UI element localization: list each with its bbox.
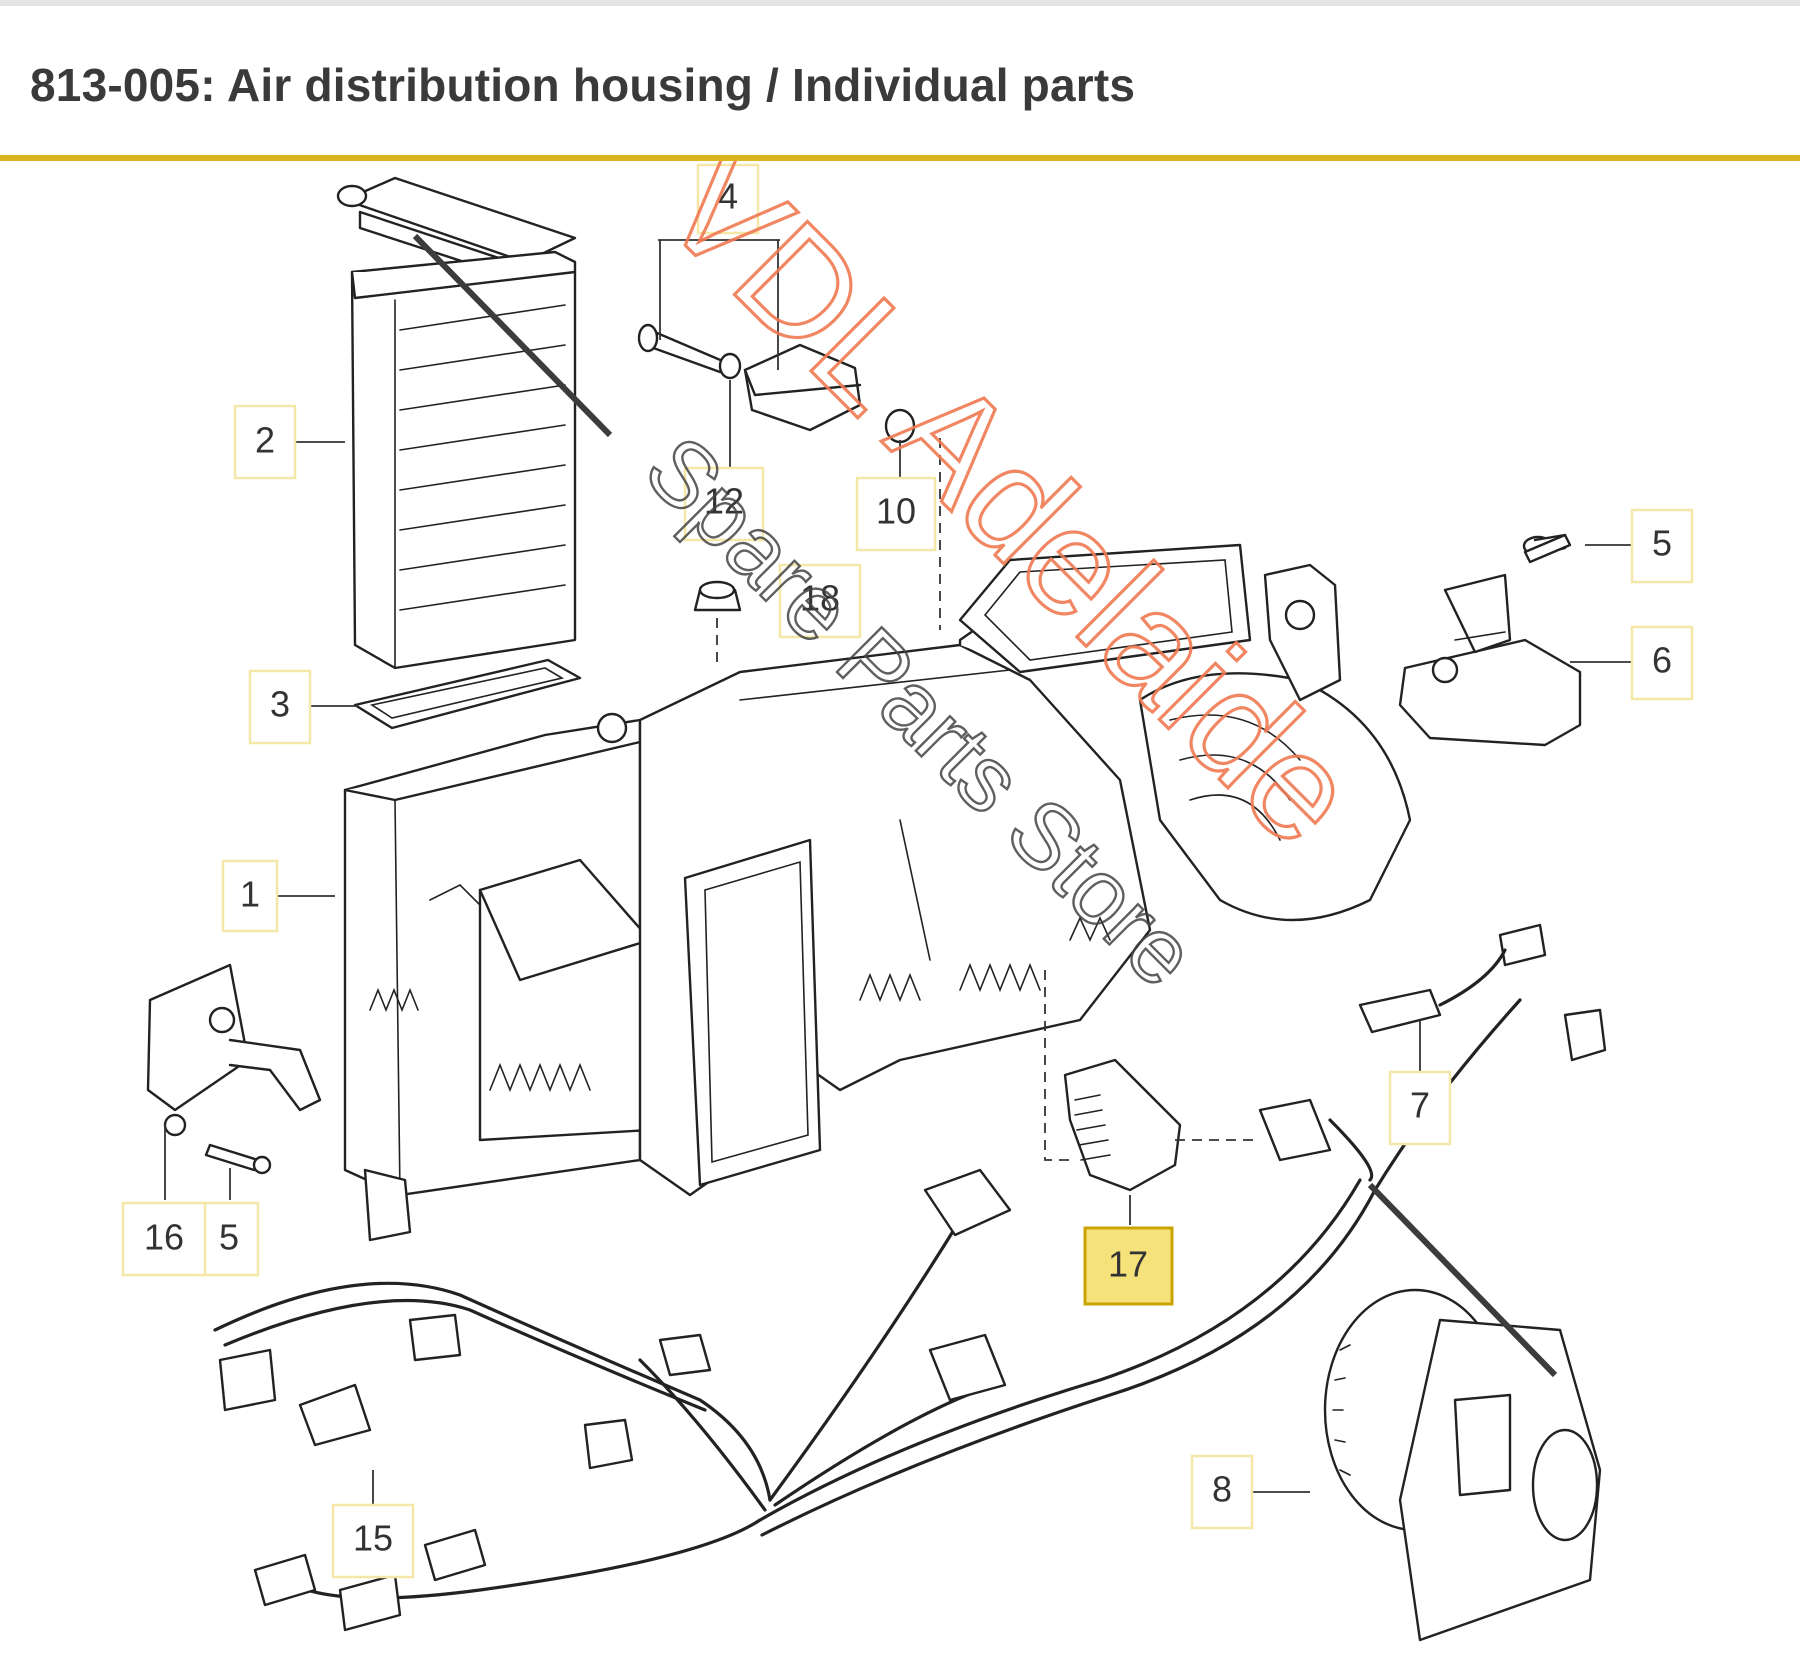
svg-text:4: 4 xyxy=(718,176,738,217)
callout-12[interactable]: 12 xyxy=(683,466,765,542)
callout-15[interactable]: 15 xyxy=(331,1503,415,1579)
callout-2[interactable]: 2 xyxy=(233,404,297,480)
top-bar xyxy=(0,0,1800,6)
svg-text:10: 10 xyxy=(876,491,916,532)
blower-resistor-part[interactable] xyxy=(1063,1058,1182,1192)
grommet-part[interactable] xyxy=(693,580,742,612)
gasket-part[interactable] xyxy=(353,658,582,730)
svg-text:2: 2 xyxy=(255,420,275,461)
svg-text:15: 15 xyxy=(353,1518,393,1559)
air-distribution-housing-part[interactable] xyxy=(343,543,1412,1242)
actuator-part-6[interactable] xyxy=(1398,533,1582,747)
screw-part-5a[interactable] xyxy=(1523,533,1572,564)
flap-actuator-part[interactable] xyxy=(743,343,862,432)
o-ring-12-part[interactable] xyxy=(718,352,742,380)
svg-text:3: 3 xyxy=(270,684,290,725)
blower-motor-part[interactable] xyxy=(1323,1288,1602,1642)
screw-part-5b[interactable] xyxy=(204,1143,272,1175)
callout-17-highlighted[interactable]: 17 xyxy=(1083,1226,1174,1306)
callout-18[interactable]: 18 xyxy=(778,563,862,639)
callout-7[interactable]: 7 xyxy=(1388,1070,1452,1146)
svg-text:17: 17 xyxy=(1108,1244,1148,1285)
page-title: 813-005: Air distribution housing / Indi… xyxy=(30,59,1136,111)
callout-5-right[interactable]: 5 xyxy=(1630,508,1694,584)
callout-4[interactable]: 4 xyxy=(696,163,760,235)
svg-text:16: 16 xyxy=(144,1217,184,1258)
leader-lines xyxy=(164,239,1640,1505)
svg-text:7: 7 xyxy=(1410,1085,1430,1126)
exploded-parts-diagram: 1 2 3 4 5 5 6 7 8 10 12 15 xyxy=(121,161,1694,1642)
heater-core-part[interactable] xyxy=(336,176,577,670)
svg-text:5: 5 xyxy=(219,1217,239,1258)
callout-5-left[interactable]: 5 xyxy=(198,1201,260,1277)
temperature-sensor-part[interactable] xyxy=(1358,923,1607,1062)
wiring-harness-part[interactable] xyxy=(213,998,1522,1632)
callout-1[interactable]: 1 xyxy=(221,859,279,933)
callout-3[interactable]: 3 xyxy=(248,669,312,745)
title-divider xyxy=(0,155,1800,161)
screw-part[interactable] xyxy=(637,323,727,374)
svg-text:12: 12 xyxy=(704,481,744,522)
svg-text:18: 18 xyxy=(800,578,840,619)
callout-6[interactable]: 6 xyxy=(1630,625,1694,701)
callout-16[interactable]: 16 xyxy=(121,1201,207,1277)
callout-8[interactable]: 8 xyxy=(1190,1454,1254,1530)
actuator-part-16[interactable] xyxy=(146,963,322,1137)
svg-text:5: 5 xyxy=(1652,523,1672,564)
svg-text:8: 8 xyxy=(1212,1469,1232,1510)
watermark-slashes xyxy=(412,233,1558,1378)
svg-text:1: 1 xyxy=(240,874,260,915)
callout-10[interactable]: 10 xyxy=(855,476,937,552)
svg-text:6: 6 xyxy=(1652,640,1672,681)
